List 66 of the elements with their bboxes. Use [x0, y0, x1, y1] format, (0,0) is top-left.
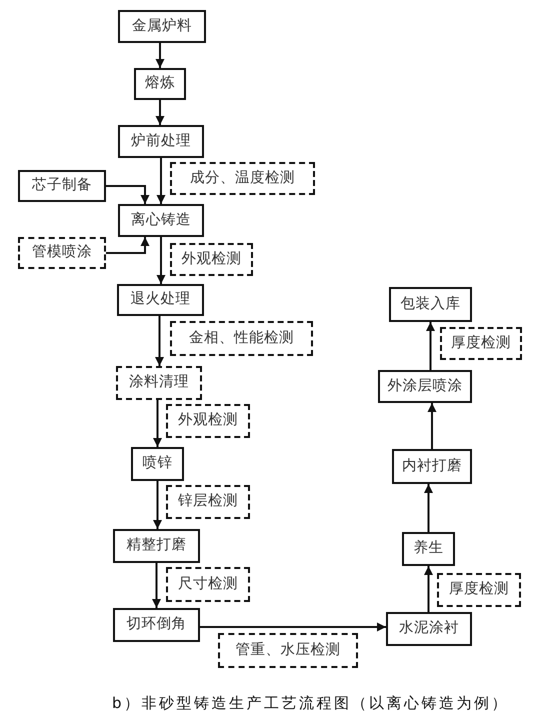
step-label: 熔炼 [145, 75, 175, 93]
step-label: 涂料清理 [129, 374, 189, 392]
dashed-process-box [437, 573, 521, 607]
process-box [134, 68, 186, 100]
arrow [424, 484, 433, 532]
step-label: 芯子制备 [32, 177, 92, 195]
dashed-process-box [440, 327, 522, 360]
step-label: 炉前处理 [131, 132, 191, 150]
process-box [18, 170, 106, 202]
dashed-process-box [166, 485, 250, 519]
arrow [426, 322, 435, 370]
step-label: 锌层检测 [178, 493, 238, 511]
process-box [392, 449, 472, 484]
arrow [156, 100, 164, 125]
arrow [106, 237, 150, 254]
process-box [378, 370, 472, 403]
arrow [424, 566, 433, 612]
process-box [386, 612, 472, 646]
arrow [156, 43, 164, 68]
step-label: 金属炉料 [132, 18, 192, 36]
dashed-process-box [116, 366, 202, 400]
step-label: 管重、水压检测 [236, 642, 340, 660]
step-label: 退火处理 [130, 291, 190, 309]
arrow [106, 185, 150, 204]
dashed-process-box [170, 243, 253, 276]
step-label: 尺寸检测 [178, 576, 238, 594]
arrow [152, 563, 161, 608]
step-label: 内衬打磨 [402, 458, 462, 476]
dashed-process-box [166, 404, 250, 438]
process-box [113, 529, 200, 563]
step-label: 离心铸造 [131, 212, 191, 230]
process-box [389, 287, 472, 322]
process-box [118, 125, 204, 158]
process-box [131, 447, 184, 481]
process-box [118, 204, 204, 237]
process-box [113, 608, 200, 642]
step-label: 厚度检测 [449, 581, 509, 599]
arrow [153, 481, 162, 529]
arrow [156, 237, 166, 284]
step-label: 厚度检测 [451, 334, 511, 352]
dashed-process-box [166, 567, 250, 602]
dashed-process-box [18, 237, 106, 269]
figure-caption: b）非砂型铸造生产工艺流程图（以离心铸造为例） [112, 694, 510, 713]
step-label: 喷锌 [142, 455, 172, 473]
step-label: 包装入库 [400, 296, 460, 314]
dashed-process-box [170, 162, 315, 195]
process-box [118, 10, 206, 43]
step-label: 精整打磨 [126, 537, 186, 555]
step-label: 管模喷涂 [32, 244, 92, 262]
step-label: 外涂层喷涂 [388, 378, 462, 396]
step-label: 外观检测 [178, 412, 238, 430]
arrow [155, 316, 164, 366]
arrow [200, 622, 386, 632]
step-label: 金相、性能检测 [189, 330, 294, 348]
process-box [117, 284, 204, 316]
dashed-process-box [218, 633, 358, 668]
step-label: 养生 [414, 540, 444, 558]
dashed-process-box [170, 321, 313, 356]
arrow [156, 158, 166, 204]
process-box [402, 532, 455, 566]
step-label: 外观检测 [182, 250, 242, 268]
step-label: 切环倒角 [126, 616, 186, 634]
step-label: 成分、温度检测 [190, 170, 295, 188]
arrow [428, 403, 436, 449]
arrow [153, 400, 162, 447]
step-label: 水泥涂衬 [399, 620, 459, 638]
